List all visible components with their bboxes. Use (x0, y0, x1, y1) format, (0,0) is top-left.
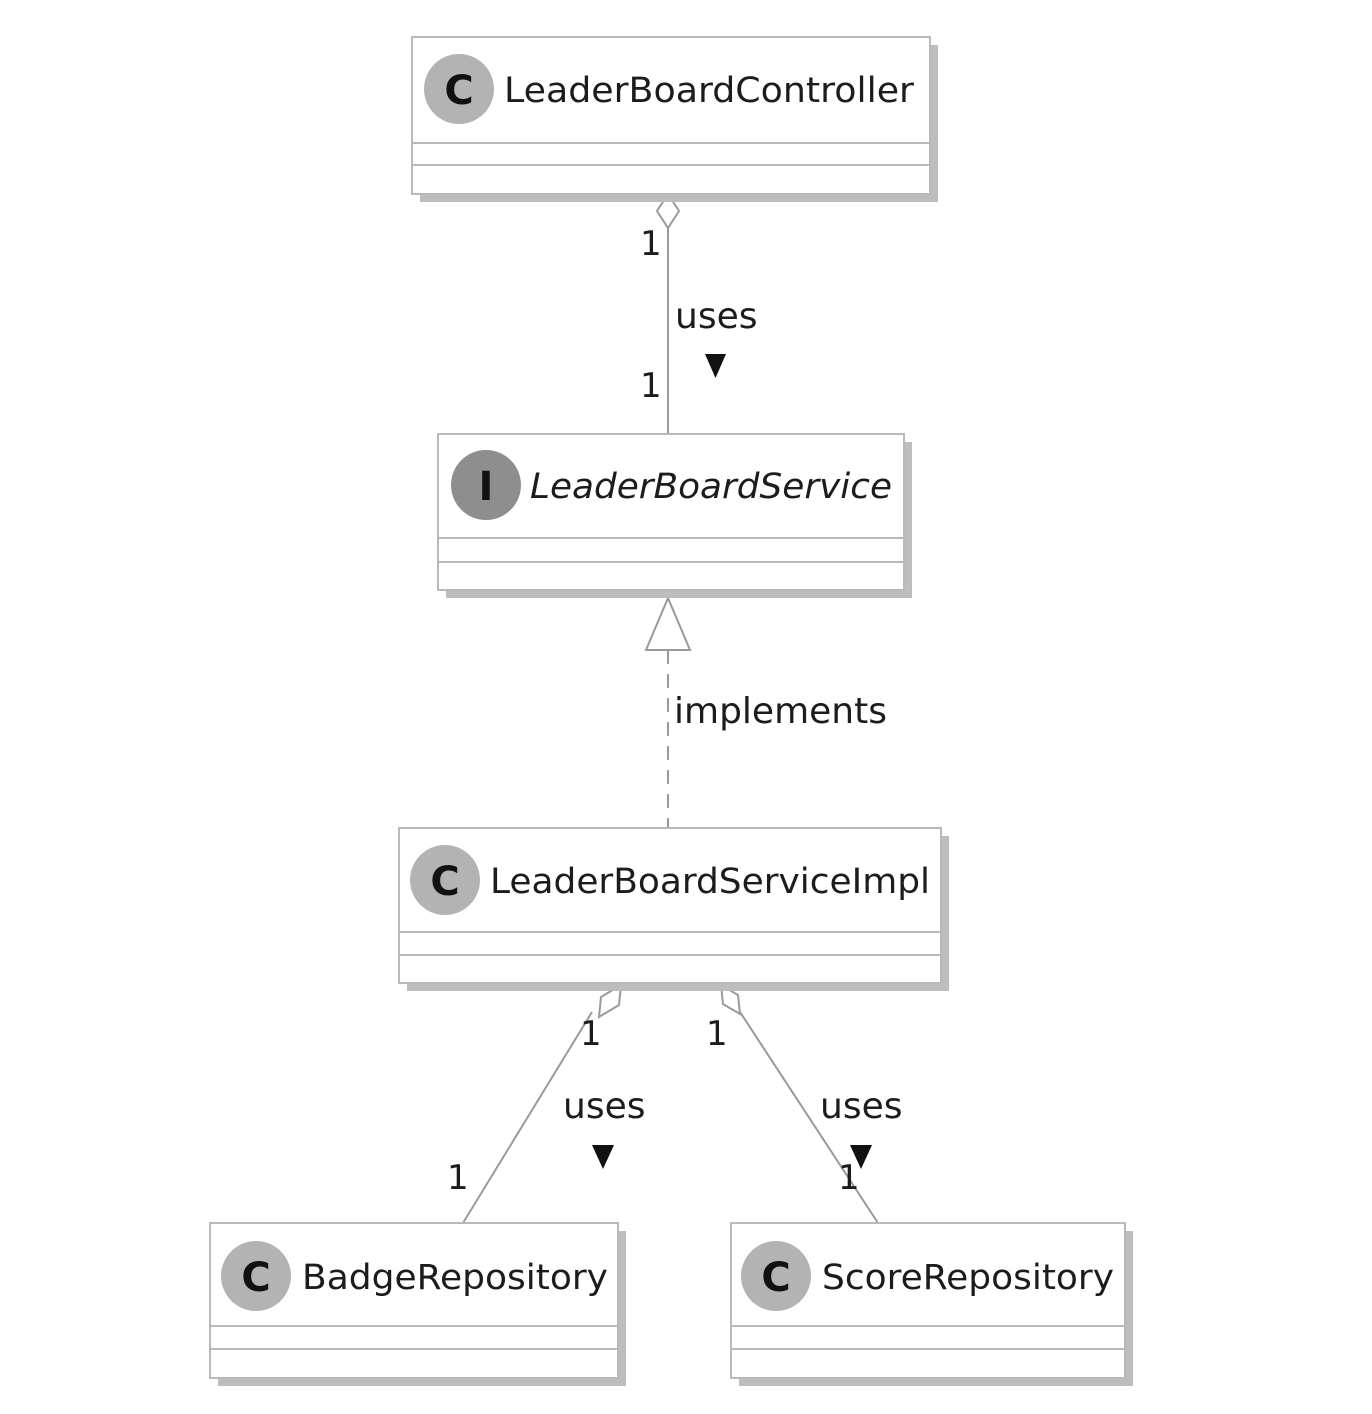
class-leaderboardcontroller[interactable]: C LeaderBoardController (411, 36, 938, 202)
multiplicity-target: 1 (447, 1158, 469, 1198)
direction-arrow-icon (592, 1145, 614, 1169)
relation-impl-service: implements (644, 595, 887, 828)
multiplicity-source: 1 (706, 1014, 728, 1054)
class-badgerepository[interactable]: C BadgeRepository (209, 1222, 626, 1386)
association-line (739, 1011, 879, 1224)
relation-label: implements (674, 691, 887, 732)
interface-name: LeaderBoardService (530, 467, 892, 507)
relation-controller-service: 1 uses 1 (640, 192, 757, 434)
class-name: LeaderBoardController (504, 71, 915, 111)
aggregation-diamond (655, 192, 681, 230)
class-box (437, 433, 905, 591)
direction-arrow-icon (705, 354, 726, 378)
class-badge-icon (424, 54, 494, 124)
class-badge-letter: C (430, 859, 459, 905)
association-line (462, 1011, 593, 1224)
aggregation-diamond (719, 983, 742, 1016)
class-name: LeaderBoardServiceImpl (490, 862, 930, 902)
class-badge-icon (221, 1241, 291, 1311)
direction-arrow-icon (850, 1145, 872, 1169)
class-name: BadgeRepository (302, 1258, 608, 1298)
class-badge-letter: C (444, 68, 473, 114)
multiplicity-source: 1 (580, 1014, 602, 1054)
interface-badge-icon (451, 450, 521, 520)
relation-impl-badge: 1 uses 1 (447, 983, 645, 1224)
relation-label: uses (675, 296, 757, 337)
class-badge-letter: C (761, 1255, 790, 1301)
class-name: ScoreRepository (822, 1258, 1114, 1298)
aggregation-diamond (597, 983, 623, 1019)
multiplicity-target: 1 (640, 366, 662, 406)
multiplicity-source: 1 (640, 224, 662, 264)
class-leaderboardserviceimpl[interactable]: C LeaderBoardServiceImpl (398, 827, 949, 991)
class-scorerepository[interactable]: C ScoreRepository (730, 1222, 1133, 1386)
relation-impl-score: 1 uses 1 (706, 983, 902, 1224)
class-badge-icon (741, 1241, 811, 1311)
interface-badge-letter: I (479, 464, 494, 510)
class-box (411, 36, 931, 195)
realization-triangle (644, 595, 692, 651)
class-badge-letter: C (241, 1255, 270, 1301)
interface-leaderboardservice[interactable]: I LeaderBoardService (437, 433, 912, 598)
multiplicity-target: 1 (838, 1158, 860, 1198)
class-badge-icon (410, 845, 480, 915)
relation-label: uses (563, 1086, 645, 1127)
class-box (398, 827, 942, 984)
relation-label: uses (820, 1086, 902, 1127)
